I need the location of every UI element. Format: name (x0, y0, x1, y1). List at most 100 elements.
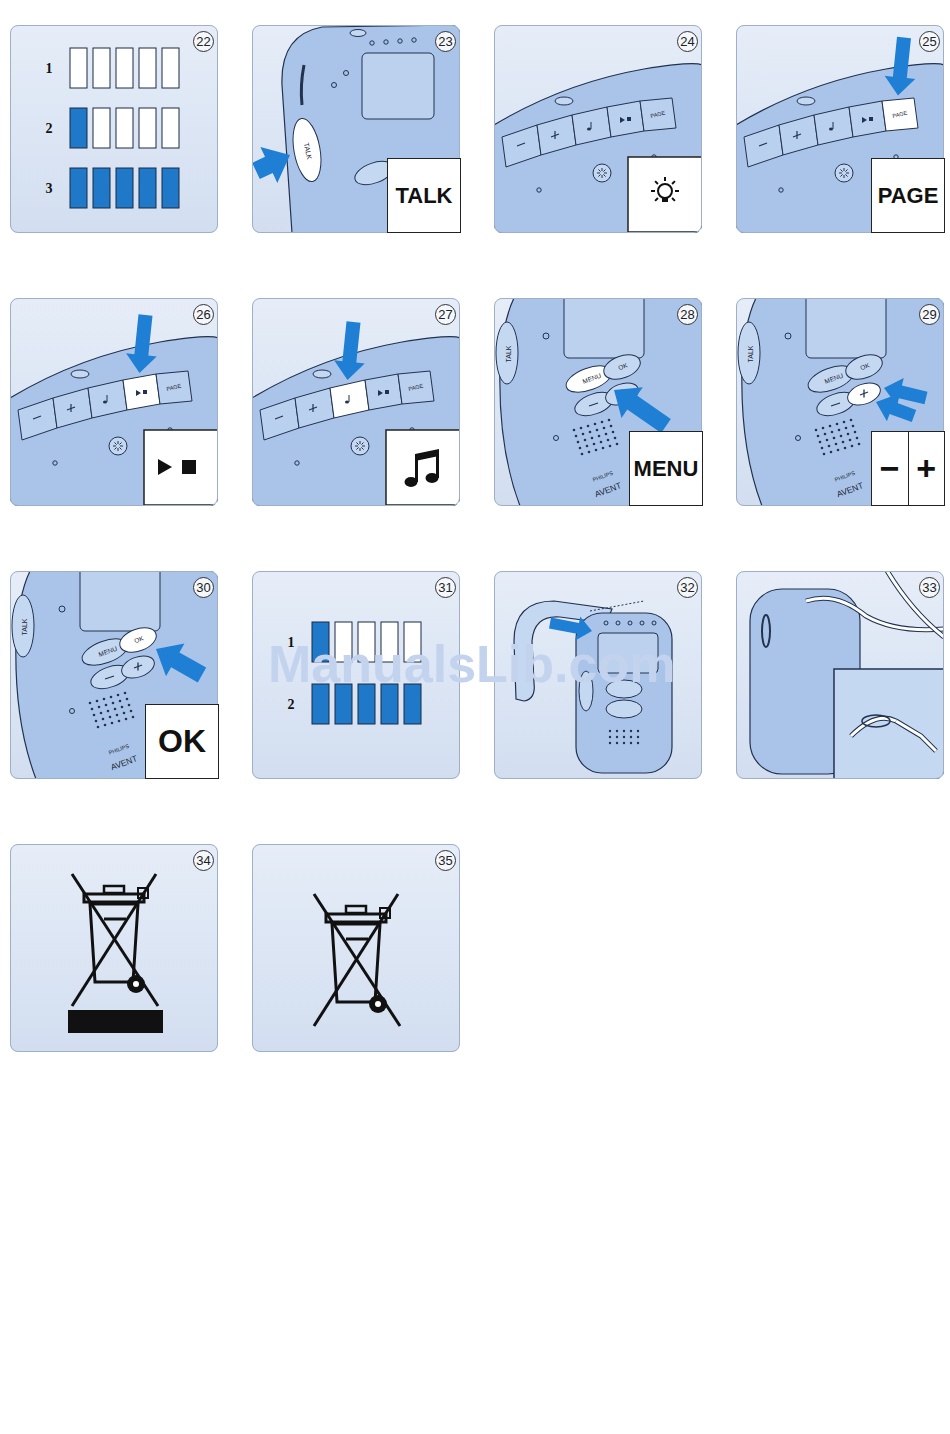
row-label: 1 (46, 62, 53, 76)
button-label: MENU (98, 646, 118, 659)
power-button (71, 370, 89, 378)
figure-panel: 34 (10, 844, 218, 1052)
speaker-hole (98, 706, 101, 709)
button-label: PAGE (166, 384, 182, 393)
panel-art (736, 25, 944, 233)
panel-art (736, 292, 944, 506)
speaker-hole (833, 437, 836, 440)
callout-number: 32 (677, 577, 698, 598)
device-button (882, 98, 918, 131)
figure-panel: 26PAGE (10, 298, 218, 506)
button-label: TALK (505, 346, 512, 363)
device-button (18, 398, 57, 440)
device-button (502, 125, 541, 167)
speaker-hole (104, 724, 107, 727)
detail-inset (834, 669, 944, 779)
light-button (593, 164, 611, 182)
level-bar (93, 168, 110, 208)
button-label: PHILIPS (834, 471, 856, 483)
speaker-hole (815, 429, 818, 432)
speaker-hole (580, 427, 583, 430)
speaker-hole (610, 425, 613, 428)
pointer-arrow (885, 37, 916, 96)
speaker-hole (612, 431, 615, 434)
speaker-hole (824, 433, 827, 436)
figure-panel: 22 1 2 3 (10, 25, 218, 233)
speaker-hole (117, 694, 120, 697)
device-button (814, 107, 853, 145)
speaker-hole (835, 443, 838, 446)
pointer-arrow (884, 378, 928, 406)
level-bar (162, 48, 179, 88)
speaker-hole (123, 712, 126, 715)
icon-inset (628, 157, 702, 232)
speaker-hole (89, 702, 92, 705)
speaker-hole (845, 427, 848, 430)
cross-out (314, 894, 400, 1026)
callout-number: 28 (677, 304, 698, 325)
speaker-hole (843, 421, 846, 424)
button-label: AVENT (836, 481, 865, 498)
speaker-hole (844, 447, 847, 450)
callout-number: 23 (435, 31, 456, 52)
speaker-hole (93, 714, 96, 717)
speaker-hole (607, 439, 610, 442)
figure-panel: 29TALKMENUOKPHILIPSAVENT−+ (736, 298, 944, 506)
device-button (123, 374, 160, 410)
speaker-hole (589, 431, 592, 434)
speaker-hole (102, 718, 105, 721)
button-name: TALK (395, 183, 452, 209)
display-screen (564, 298, 644, 358)
speaker-hole (828, 445, 831, 448)
device-button (330, 380, 369, 418)
pointer-arrow (126, 314, 157, 373)
speaker-hole (575, 435, 578, 438)
talk-button (289, 116, 326, 184)
speaker-hole (608, 419, 611, 422)
device-button (779, 115, 818, 155)
speaker-hole (114, 708, 117, 711)
device-button (849, 101, 886, 137)
speaker-hole (111, 722, 114, 725)
panel-art (494, 25, 702, 233)
speaker-hole (614, 437, 617, 440)
device-body (736, 64, 944, 233)
speaker-hole (581, 453, 584, 456)
device-button (398, 371, 434, 404)
speaker-hole (603, 427, 606, 430)
row-label: 2 (288, 698, 295, 712)
icon-inset (386, 430, 460, 505)
speaker-hole (595, 449, 598, 452)
callout-number: 30 (193, 577, 214, 598)
level-bar (139, 108, 156, 148)
speaker-hole (110, 696, 113, 699)
row-label: 2 (46, 122, 53, 136)
figure-panel: 25PAGEPAGE (736, 25, 944, 233)
level-bar (93, 108, 110, 148)
speaker-hole (852, 425, 855, 428)
level-bar (116, 108, 133, 148)
callout-number: 22 (193, 31, 214, 52)
device-button (88, 380, 127, 418)
speaker-hole (593, 443, 596, 446)
speaker-hole (591, 437, 594, 440)
level-bar (93, 48, 110, 88)
speaker-hole (838, 429, 841, 432)
button-name: PAGE (878, 183, 939, 209)
speaker-hole (119, 700, 122, 703)
light-button (351, 437, 369, 455)
panel-art (494, 292, 702, 506)
speaker-hole (105, 704, 108, 707)
callout-number: 25 (919, 31, 940, 52)
speaker-hole (822, 427, 825, 430)
row-label: 3 (46, 182, 53, 196)
power-button (555, 97, 573, 105)
speaker-hole (577, 441, 580, 444)
speaker-hole (96, 700, 99, 703)
level-bar (116, 168, 133, 208)
device-button (119, 652, 158, 682)
speaker-hole (573, 429, 576, 432)
speaker-hole (842, 441, 845, 444)
speaker-hole (826, 439, 829, 442)
speaker-hole (126, 698, 129, 701)
